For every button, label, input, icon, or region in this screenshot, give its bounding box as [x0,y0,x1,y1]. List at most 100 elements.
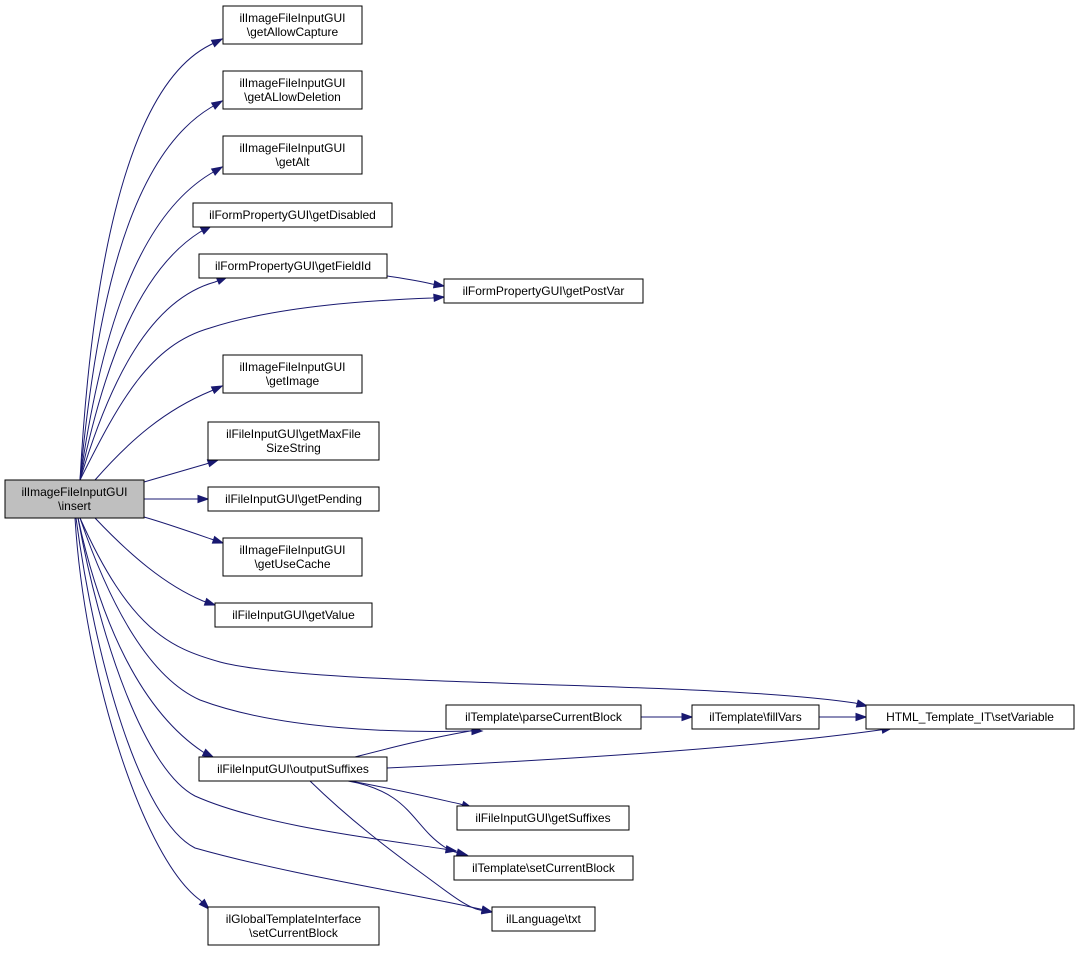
node-label: ilFileInputGUI\getValue [232,608,355,622]
arrow-head-icon [210,38,224,48]
edge-insert-to-getImage [94,385,224,481]
edge-insert-to-setVariable [79,517,869,708]
node-getDisabled[interactable]: ilFormPropertyGUI\getDisabled [192,202,393,228]
arrow-head-icon [203,597,217,606]
node-box[interactable] [198,756,388,782]
node-parseCurrentBlock[interactable]: ilTemplate\parseCurrentBlock [445,704,642,730]
node-label: ilImageFileInputGUI [239,360,345,374]
arrow-head-icon [198,898,211,911]
edge-line [77,517,214,758]
node-globalSetCurrentBlock[interactable]: ilGlobalTemplateInterface\setCurrentBloc… [207,906,380,946]
edge-line [79,276,228,481]
node-label: ilFileInputGUI\getMaxFile [226,427,361,441]
edge-line [79,296,445,481]
arrow-head-icon [480,906,494,915]
node-getSuffixes[interactable]: ilFileInputGUI\getSuffixes [456,805,630,831]
edge-outputSuffixes-to-txt [309,780,494,915]
node-fillVars[interactable]: ilTemplate\fillVars [691,704,820,730]
node-label: ilFileInputGUI\getSuffixes [475,811,610,825]
node-getImage[interactable]: ilImageFileInputGUI\getImage [222,354,363,394]
node-box[interactable] [222,5,363,45]
call-edges [74,38,894,915]
node-getAlt[interactable]: ilImageFileInputGUI\getAlt [222,135,363,175]
node-label: ilImageFileInputGUI [239,11,345,25]
node-label: HTML_Template_IT\setVariable [886,710,1054,724]
edge-line [354,727,483,758]
node-box[interactable] [222,135,363,175]
node-setVariable[interactable]: HTML_Template_IT\setVariable [865,704,1075,730]
edge-insert-to-outputSuffixes [77,517,215,758]
node-getPostVar[interactable]: ilFormPropertyGUI\getPostVar [443,278,644,304]
node-label: ilFileInputGUI\getPending [225,492,362,506]
edge-line [347,780,468,856]
node-outputSuffixes[interactable]: ilFileInputGUI\outputSuffixes [198,756,388,782]
node-getValue[interactable]: ilFileInputGUI\getValue [214,602,373,628]
node-label: ilFormPropertyGUI\getPostVar [463,284,625,298]
edge-line [74,517,210,910]
node-box[interactable] [445,704,642,730]
edge-insert-to-getALlowDeletion [79,100,224,481]
edge-fillVars-to-setVariable [819,712,868,722]
edge-line [79,225,212,481]
edge-insert-to-getFieldId [79,276,229,481]
node-label: \getUseCache [254,557,330,571]
node-box[interactable] [453,855,634,881]
node-getPending[interactable]: ilFileInputGUI\getPending [207,486,380,512]
arrow-head-icon [206,459,220,468]
arrow-head-icon [197,494,210,504]
arrow-head-icon [201,748,215,758]
node-box[interactable] [491,906,596,932]
edge-insert-to-getPostVar [79,293,446,481]
node-label: ilTemplate\fillVars [709,710,801,724]
arrow-head-icon [432,280,446,289]
node-box[interactable] [198,253,388,279]
arrow-head-icon [433,293,446,303]
node-box[interactable] [222,354,363,394]
node-getUseCache[interactable]: ilImageFileInputGUI\getUseCache [222,537,363,577]
node-label: \getALlowDeletion [244,90,341,104]
edge-insert-to-getPending [144,494,210,504]
node-box[interactable] [456,805,630,831]
node-box[interactable] [691,704,820,730]
node-box[interactable] [207,421,380,461]
edge-line [143,459,219,483]
node-box[interactable] [222,70,363,110]
edge-line [94,385,223,481]
node-getALlowDeletion[interactable]: ilImageFileInputGUI\getALlowDeletion [222,70,363,110]
node-box[interactable] [443,278,644,304]
node-label: ilImageFileInputGUI [239,76,345,90]
node-label: ilLanguage\txt [506,912,581,926]
node-box[interactable] [222,537,363,577]
node-box[interactable] [207,486,380,512]
node-box[interactable] [207,906,380,946]
node-label: ilFormPropertyGUI\getFieldId [215,259,371,273]
edge-line [79,517,482,732]
node-getAllowCapture[interactable]: ilImageFileInputGUI\getAllowCapture [222,5,363,45]
node-box[interactable] [4,479,145,519]
node-txt[interactable]: ilLanguage\txt [491,906,596,932]
edge-insert-to-txt [75,517,494,914]
edge-line [94,517,216,606]
edge-line [79,100,223,481]
arrow-head-icon [681,712,694,722]
edge-insert-to-getAllowCapture [79,38,224,481]
node-box[interactable] [865,704,1075,730]
node-label: \getAlt [275,155,310,169]
arrow-head-icon [855,712,868,722]
edge-line [79,517,868,707]
arrow-head-icon [455,848,469,857]
edge-line [386,727,893,769]
node-getFieldId[interactable]: ilFormPropertyGUI\getFieldId [198,253,388,279]
edge-line [75,517,493,913]
node-label: ilImageFileInputGUI [239,141,345,155]
edge-insert-to-getValue [94,517,217,606]
node-label: \insert [58,499,91,513]
node-insert[interactable]: ilImageFileInputGUI\insert [4,479,145,519]
node-label: \setCurrentBlock [249,926,339,940]
node-label: ilImageFileInputGUI [239,543,345,557]
node-box[interactable] [192,202,393,228]
node-box[interactable] [214,602,373,628]
node-setCurrentBlock[interactable]: ilTemplate\setCurrentBlock [453,855,634,881]
